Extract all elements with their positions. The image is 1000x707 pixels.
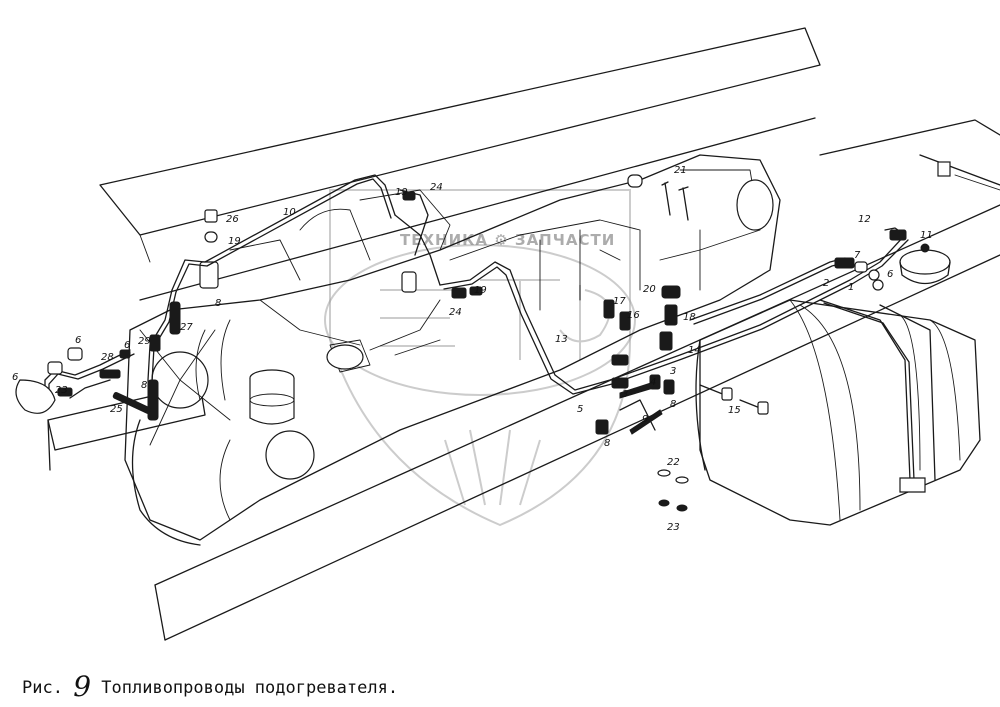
engine	[124, 154, 781, 546]
callout-5: 5	[577, 404, 583, 415]
callout-12: 12	[858, 214, 871, 225]
callout-26: 26	[226, 214, 239, 225]
callout-24a: 24	[430, 182, 443, 193]
callout-19b: 19	[395, 187, 408, 198]
caption-figure-number: 9	[73, 670, 92, 703]
frame-rail-right	[819, 119, 1000, 191]
callout-27: 27	[180, 322, 193, 333]
callout-4: 4	[650, 377, 656, 388]
callout-19a: 19	[228, 236, 241, 247]
callout-numbers: 1 2 3 3 4 5 6 6 6 6 7 8 8 8 8 9 10 11 12…	[12, 165, 933, 533]
callout-3b: 3	[670, 366, 676, 377]
callout-10: 10	[283, 207, 296, 218]
callout-6d: 6	[887, 269, 893, 280]
caption-title: Топливопроводы подогревателя.	[101, 678, 399, 698]
callout-7: 7	[854, 250, 861, 261]
callout-6c: 6	[124, 340, 130, 351]
callout-21: 21	[674, 165, 687, 176]
fittings	[15, 174, 907, 512]
callout-3: 3	[622, 389, 628, 400]
callout-1: 1	[848, 282, 854, 293]
frame-rail-left	[99, 27, 1000, 641]
callout-14: 14	[688, 345, 701, 356]
callout-16: 16	[627, 310, 640, 321]
callout-28: 28	[101, 352, 114, 363]
watermark-text: ТЕХНИКА ⚙ ЗАПЧАСТИ	[400, 231, 615, 249]
callout-20: 20	[643, 284, 656, 295]
callout-2: 2	[823, 278, 829, 289]
callout-24b: 24	[449, 307, 462, 318]
callout-18: 18	[683, 312, 696, 323]
callout-8a: 8	[215, 298, 221, 309]
callout-6a: 6	[12, 372, 18, 383]
callout-6b: 6	[75, 335, 81, 346]
callout-22: 22	[667, 457, 680, 468]
callout-15: 15	[728, 405, 741, 416]
watermark-logo: ТЕХНИКА ⚙ ЗАПЧАСТИ	[324, 189, 636, 527]
callout-13: 13	[555, 334, 568, 345]
callout-23a: 23	[667, 522, 680, 533]
callout-11: 11	[920, 230, 933, 241]
callout-25: 25	[110, 404, 123, 415]
callout-8b: 8	[141, 380, 147, 391]
fuel-lines	[44, 174, 936, 493]
callout-19c: 19	[474, 285, 487, 296]
callout-8d: 8	[604, 438, 610, 449]
callout-23b: 23	[55, 385, 68, 396]
callout-8c: 8	[670, 399, 676, 410]
callout-9: 9	[642, 414, 648, 425]
figure-caption: Рис. 9 Топливопроводы подогревателя.	[22, 670, 398, 703]
callout-29: 29	[138, 336, 151, 347]
caption-prefix: Рис.	[22, 678, 63, 698]
callout-17: 17	[613, 296, 626, 307]
heater-unit	[872, 243, 951, 291]
